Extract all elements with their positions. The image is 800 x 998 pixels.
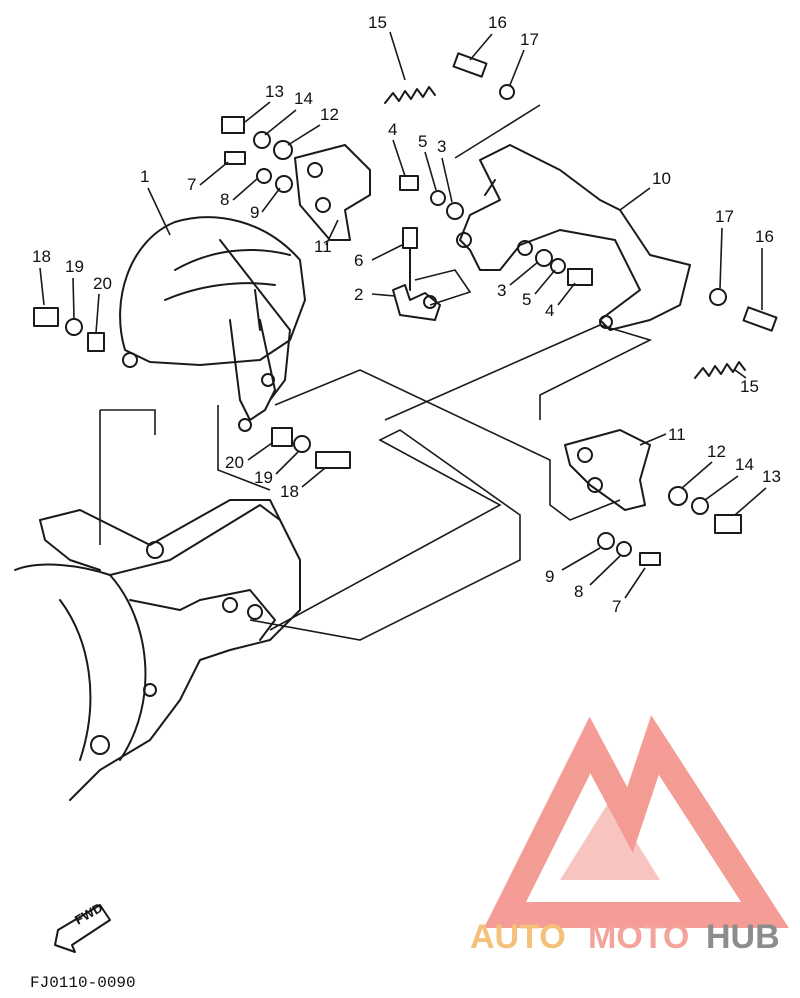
callout-4: 4: [388, 120, 397, 139]
callout-leaders: [39, 31, 767, 599]
callout-17: 17: [520, 30, 539, 49]
callout-19: 19: [65, 257, 84, 276]
callout-19b: 19: [254, 468, 273, 487]
callout-8: 8: [220, 190, 229, 209]
callout-3b: 3: [497, 281, 506, 300]
callout-9b: 9: [545, 567, 554, 586]
wordmark-moto: MOTO: [588, 918, 689, 956]
callout-16: 16: [488, 13, 507, 32]
callout-14: 14: [294, 89, 313, 108]
callout-12: 12: [320, 105, 339, 124]
callout-20: 20: [93, 274, 112, 293]
callout-1: 1: [140, 167, 149, 186]
mount-bracket-upper: [294, 144, 371, 241]
callout-17b: 17: [715, 207, 734, 226]
engine-mount-bracket: [456, 144, 691, 331]
engine-block: [14, 499, 301, 801]
assembly-lines: [99, 104, 653, 641]
callout-18b: 18: [280, 482, 299, 501]
wordmark-auto: AUTO: [470, 918, 566, 956]
hardware: [33, 52, 778, 566]
callout-20b: 20: [225, 453, 244, 472]
callout-8b: 8: [574, 582, 583, 601]
callout-9: 9: [250, 203, 259, 222]
automotohub-logo: [483, 715, 789, 928]
callout-12b: 12: [707, 442, 726, 461]
callout-16b: 16: [755, 227, 774, 246]
callout-5b: 5: [522, 290, 531, 309]
callout-6: 6: [354, 251, 363, 270]
diagram-code: FJ0110-0090: [30, 974, 136, 992]
callout-14b: 14: [735, 455, 754, 474]
callout-15: 15: [368, 13, 387, 32]
callout-3: 3: [437, 137, 446, 156]
callout-4b: 4: [545, 301, 554, 320]
callout-7b: 7: [612, 597, 621, 616]
automotohub-wordmark: AUTO MOTO HUB: [470, 918, 780, 956]
callout-10: 10: [652, 169, 671, 188]
callout-7: 7: [187, 175, 196, 194]
callout-13: 13: [265, 82, 284, 101]
callout-11b: 11: [668, 425, 686, 444]
wordmark-hub: HUB: [706, 918, 780, 956]
fwd-arrow-icon: FWD: [54, 900, 111, 953]
callout-5: 5: [418, 132, 427, 151]
callout-13b: 13: [762, 467, 781, 486]
callouts: 15 16 17 13 14 12 7 8 9 11 1 4 5 3 10 6 …: [32, 13, 781, 616]
mount-bracket-lower: [564, 429, 651, 511]
damper: [392, 227, 441, 321]
callout-18: 18: [32, 247, 51, 266]
callout-15b: 15: [740, 377, 759, 396]
callout-2: 2: [354, 285, 363, 304]
engine-mount-cover: [119, 216, 306, 432]
